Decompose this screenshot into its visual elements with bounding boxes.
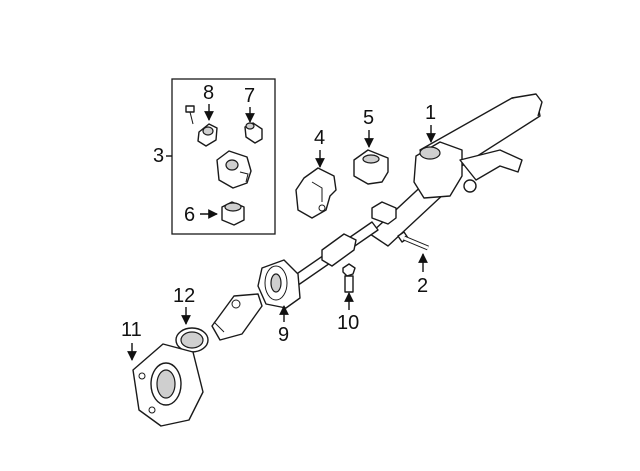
part-5-clamp	[353, 149, 389, 185]
callout-8: 8	[203, 82, 215, 104]
callout-10: 10	[337, 312, 360, 334]
part-3-lock-body	[216, 150, 252, 189]
lower-universal-joint	[211, 293, 263, 341]
part-4-bracket	[295, 167, 337, 219]
callout-1: 1	[425, 102, 437, 124]
part-9-boot	[257, 259, 301, 309]
part-12-seal	[175, 327, 209, 353]
callout-9: 9	[278, 324, 290, 346]
part-2-bolt	[397, 231, 429, 251]
part-1-steering-column	[369, 93, 543, 247]
callout-12: 12	[173, 285, 196, 307]
callout-7: 7	[244, 85, 256, 107]
part-10-bolt	[342, 263, 356, 293]
part-8-bolt-bracket	[185, 105, 218, 147]
callout-5: 5	[363, 107, 375, 129]
callout-2: 2	[417, 275, 429, 297]
part-11-cover	[132, 343, 204, 427]
part-7-switch	[244, 122, 263, 144]
callout-3: 3	[153, 145, 165, 167]
callout-6: 6	[184, 204, 196, 226]
part-6-lock-cylinder	[221, 201, 245, 226]
callout-11: 11	[121, 319, 142, 341]
callout-4: 4	[314, 127, 326, 149]
